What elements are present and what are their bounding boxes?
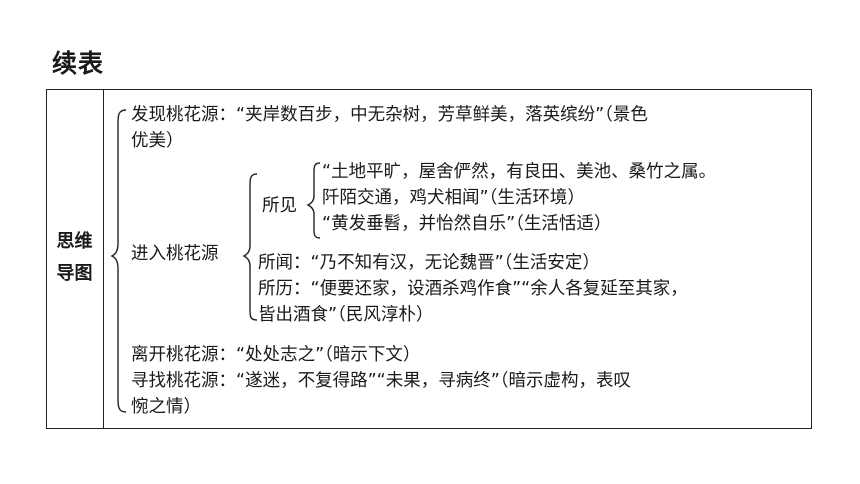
row-label-line: 导图 (56, 263, 93, 284)
page-title: 续表 (52, 49, 105, 78)
seen-line-3: “黄发垂髫，并怡然自乐”（生活恬适） (322, 214, 612, 234)
seen-line-2: 阡陌交通，鸡犬相闻”（生活环境） (322, 188, 585, 208)
experienced-line-2: 皆出酒食”（民风淳朴） (258, 305, 434, 325)
discover-line-1: 发现桃花源：“夹岸数百步，中无杂树，芳草鲜美，落英缤纷”（景色 (131, 105, 648, 125)
discover-line-2: 优美） (131, 131, 184, 151)
main-brace (110, 109, 127, 413)
seen-line-1: “土地平旷，屋舍俨然，有良田、美池、桑竹之属。 (322, 162, 717, 182)
leave-line: 离开桃花源：“处处志之”（暗示下文） (131, 345, 421, 365)
heard-line: 所闻：“乃不知有汉，无论魏晋”（生活安定） (258, 253, 600, 273)
row-label-line: 思维 (56, 231, 93, 252)
seen-label: 所见 (262, 196, 297, 216)
search-line-2: 惋之情） (131, 397, 201, 417)
mind-map-table (46, 89, 812, 429)
experienced-line-1: 所历：“便要还家，设酒杀鸡作食”“余人各复延至其家， (258, 279, 688, 299)
search-line-1: 寻找桃花源：“遂迷，不复得路”“未果，寻病终”（暗示虚构，表叹 (131, 371, 632, 391)
seen-brace (306, 162, 321, 239)
enter-brace (242, 173, 258, 321)
row-label-mind-map: 思维 导图 (46, 226, 103, 290)
enter-label: 进入桃花源 (131, 244, 219, 264)
table-column-divider (103, 89, 104, 429)
